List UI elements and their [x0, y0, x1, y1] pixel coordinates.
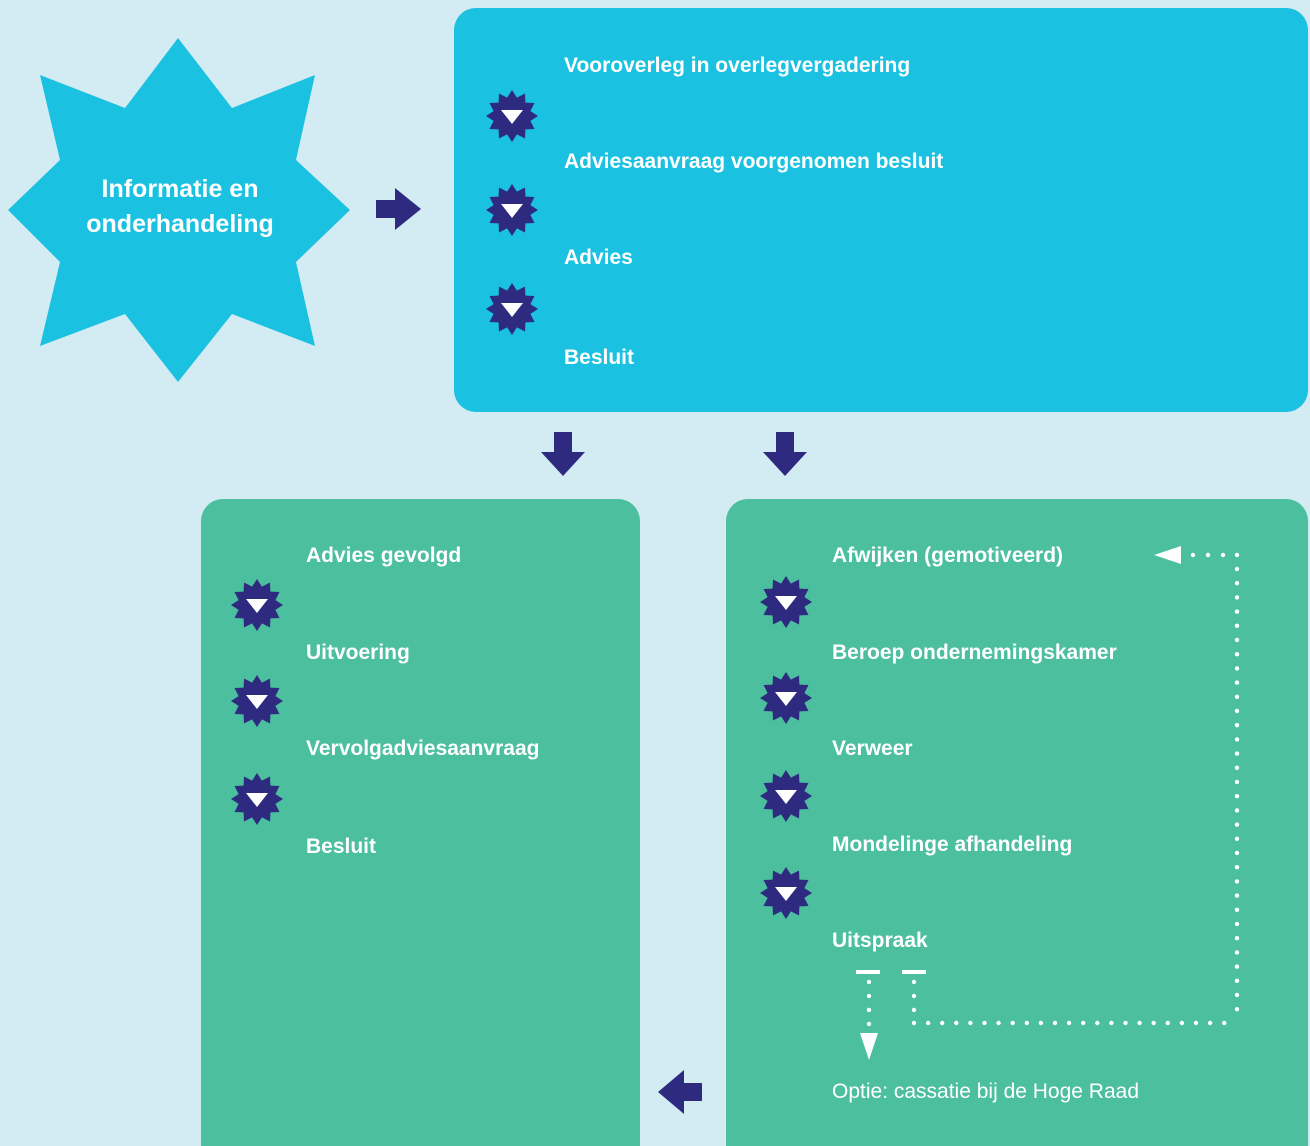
step-afwijken: Afwijken (gemotiveerd) — [832, 544, 1064, 567]
step-vervolgadviesaanvraag: Vervolgadviesaanvraag — [306, 737, 540, 760]
step-badge-icon — [760, 576, 812, 628]
arrow-down-icon — [541, 432, 585, 476]
step-badge-icon — [760, 672, 812, 724]
step-badge-icon — [760, 770, 812, 822]
step-badge-icon — [231, 675, 283, 727]
start-label: Informatie en onderhandeling — [60, 172, 300, 242]
step-advies-gevolgd: Advies gevolgd — [306, 544, 462, 567]
feedback-loop-connector — [1154, 546, 1240, 564]
step-verweer: Verweer — [832, 737, 913, 760]
uitspraak-branches — [856, 970, 926, 1060]
option-cassatie: Optie: cassatie bij de Hoge Raad — [832, 1080, 1140, 1103]
step-besluit-final: Besluit — [306, 835, 377, 858]
arrow-down-icon — [763, 432, 807, 476]
step-adviesaanvraag: Adviesaanvraag voorgenomen besluit — [564, 150, 944, 173]
step-besluit: Besluit — [564, 346, 635, 369]
arrow-down-icon — [860, 1033, 878, 1060]
step-badge-icon — [486, 90, 538, 142]
step-uitvoering: Uitvoering — [306, 641, 410, 664]
step-badge-icon — [486, 283, 538, 335]
step-beroep: Beroep ondernemingskamer — [832, 641, 1117, 664]
start-label-line1: Informatie en — [101, 175, 259, 203]
step-vooroverleg: Vooroverleg in overlegvergadering — [564, 54, 911, 77]
step-badge-icon — [486, 184, 538, 236]
step-uitspraak: Uitspraak — [832, 929, 928, 952]
star-burst-icon — [8, 38, 350, 382]
appeal-procedure-box — [726, 499, 1308, 1146]
advice-procedure-box — [454, 8, 1308, 412]
step-badge-icon — [760, 867, 812, 919]
step-badge-icon — [231, 773, 283, 825]
step-mondelinge-afhandeling: Mondelinge afhandeling — [832, 833, 1073, 856]
arrow-left-icon — [658, 1070, 702, 1114]
start-label-line2: onderhandeling — [86, 210, 274, 238]
arrow-right-icon — [376, 188, 421, 230]
step-advies: Advies — [564, 246, 633, 269]
step-badge-icon — [231, 579, 283, 631]
